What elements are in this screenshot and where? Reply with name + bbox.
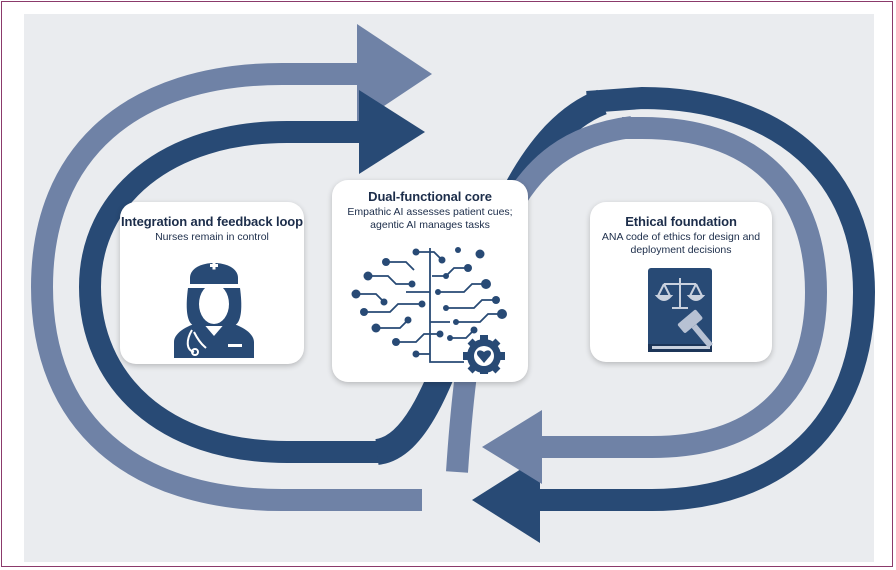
integration-subtitle: Nurses remain in control	[155, 231, 269, 243]
ethics-book-icon	[648, 268, 714, 352]
inner-left-loop-dark	[78, 121, 382, 463]
dual-core-title: Dual-functional core	[368, 189, 492, 204]
integration-title: Integration and feedback loop	[120, 214, 303, 229]
integration-card: Integration and feedback loop Nurses rem…	[120, 202, 304, 364]
inner-right-loop-light	[542, 117, 828, 458]
dual-core-card: Dual-functional core Empathic AI assesse…	[332, 180, 528, 382]
heart-gear-icon	[463, 335, 505, 374]
bottom-arrow-head-light	[482, 410, 542, 484]
scales-icon	[654, 278, 706, 309]
bottom-arrow-head-dark	[472, 457, 540, 543]
outer-right-loop-dark	[537, 86, 876, 511]
top-arrow-head-dark	[359, 90, 425, 174]
outer-left-loop-light	[30, 63, 422, 511]
dual-core-subtitle-line1: Empathic AI assesses patient cues;	[347, 206, 513, 218]
top-arrow-head-light	[357, 24, 432, 124]
ethical-subtitle-line1: ANA code of ethics for design and	[601, 231, 761, 243]
dual-core-subtitle-line2: agentic AI manages tasks	[370, 219, 490, 231]
nurse-icon	[174, 261, 254, 358]
gavel-icon	[677, 309, 714, 348]
ai-brain-circuit-icon	[351, 247, 507, 374]
ethical-title: Ethical foundation	[625, 214, 737, 229]
ethical-card: Ethical foundation ANA code of ethics fo…	[590, 202, 772, 362]
ethical-subtitle-line2: deployment decisions	[630, 244, 732, 256]
